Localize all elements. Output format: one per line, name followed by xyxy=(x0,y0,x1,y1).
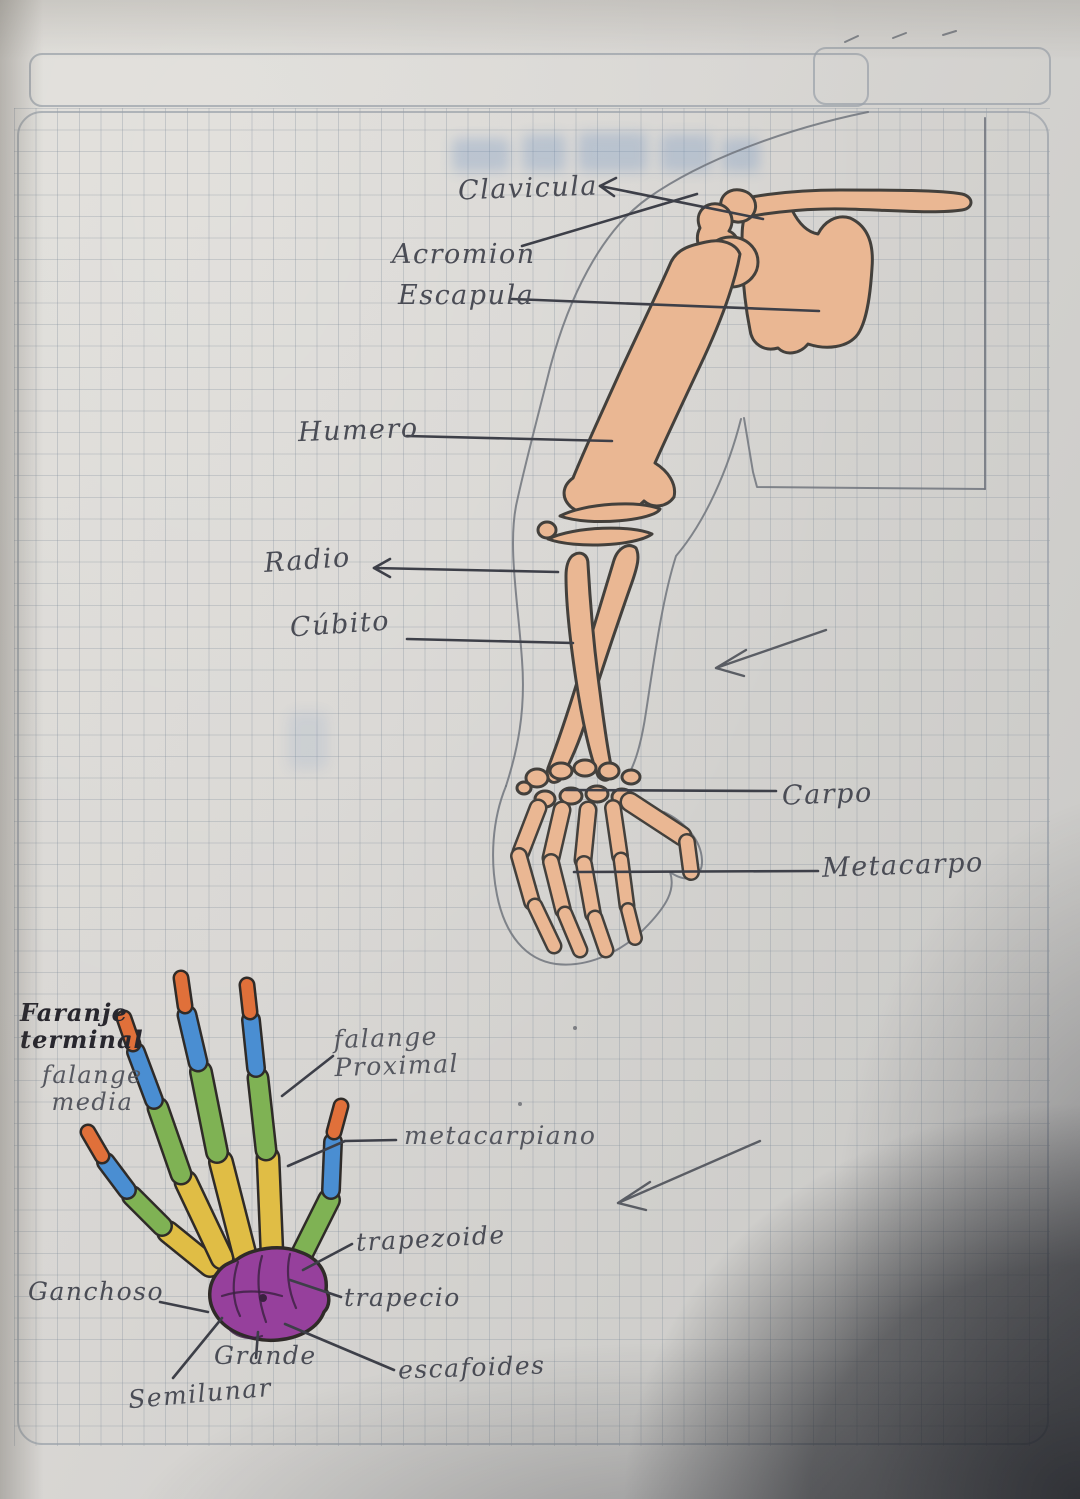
leader-carpo xyxy=(564,788,778,793)
leader-radio xyxy=(372,566,560,574)
skeleton-hand-fingers xyxy=(510,791,700,959)
pencil-arrow-upper xyxy=(714,628,828,678)
label-acromion: Acromion xyxy=(392,239,536,270)
radial-head xyxy=(536,520,558,540)
ring-finger-bones xyxy=(573,800,615,959)
label-metacarpiano: metacarpiano xyxy=(404,1121,597,1150)
label-humero: Humero xyxy=(297,412,420,449)
label-escafoides: escafoides xyxy=(397,1350,546,1385)
leader-metacarpo xyxy=(572,869,820,874)
label-carpo: Carpo xyxy=(781,777,874,812)
scapula-bone xyxy=(740,206,874,355)
leader-humero xyxy=(405,434,614,443)
label-trapecio: trapecio xyxy=(344,1283,461,1312)
thumb-bones xyxy=(619,791,700,881)
label-escapula: Escapula xyxy=(398,280,535,311)
header-date-box xyxy=(813,47,1051,105)
label-ganchoso: Ganchoso xyxy=(28,1277,165,1306)
label-grande: Grande xyxy=(214,1341,317,1370)
pencil-scribbles-top xyxy=(844,30,957,43)
label-faranje-terminal: Faranje terminal xyxy=(20,998,144,1054)
leader-ganchoso xyxy=(158,1300,210,1314)
elbow-joint-bone-lower xyxy=(546,526,654,547)
label-radio: Radio xyxy=(262,542,352,579)
label-falange-media: falange media xyxy=(42,1061,143,1116)
label-clavicula: Clavicula xyxy=(457,170,599,207)
label-metacarpo: Metacarpo xyxy=(821,847,985,884)
ink-bleed-through xyxy=(288,132,760,770)
arm-skeleton xyxy=(515,188,973,809)
humerus-bone xyxy=(562,239,742,515)
thumb xyxy=(290,1097,350,1266)
label-falange-proximal: falange Proximal xyxy=(333,1021,460,1083)
leader-cubito xyxy=(405,637,575,645)
pencil-arrow-lower xyxy=(616,1139,762,1212)
leader-falange-proximal xyxy=(280,1054,335,1098)
index-finger xyxy=(238,976,285,1267)
header-title-box xyxy=(29,53,869,107)
middle-finger-bones xyxy=(541,800,589,959)
